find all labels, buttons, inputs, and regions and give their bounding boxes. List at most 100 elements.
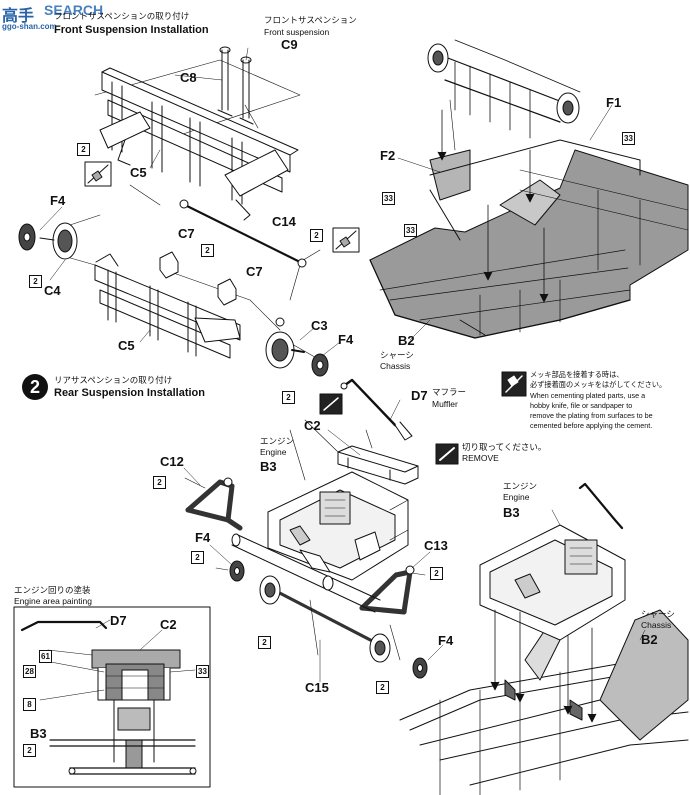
guide-lines-front (59, 59, 321, 361)
label-c5-upper: C5 (130, 165, 147, 180)
part-c7-brackets (159, 251, 237, 306)
label-f4-rear-right: F4 (438, 633, 454, 648)
color-33-c: 33 (404, 224, 417, 237)
part-b3-engine-rear (267, 471, 409, 581)
color-2-i: 2 (258, 636, 271, 649)
engine-painting-jp: エンジン回りの塗装 (14, 585, 91, 595)
watermark-cjk: 高手 (2, 8, 35, 25)
label-f2: F2 (380, 148, 396, 163)
label-c15: C15 (305, 680, 329, 695)
label-c4: C4 (44, 283, 61, 298)
color-2-j: 2 (376, 681, 389, 694)
label-c5-lower: C5 (118, 338, 135, 353)
cement-note-en-4: cemented before applying the cement. (530, 421, 653, 430)
label-c14: C14 (272, 214, 296, 229)
color-2-f: 2 (153, 476, 166, 489)
inset-label-b3: B3 (30, 726, 47, 741)
engine-jp-bottom: エンジン (503, 481, 538, 491)
label-b3-rear: B3 (260, 459, 277, 474)
muffler-jp: マフラー (432, 387, 467, 397)
color-2-b: 2 (29, 275, 42, 288)
chassis-b2-top (369, 139, 689, 339)
leader-lines (39, 47, 646, 683)
color-2-e: 2 (282, 391, 295, 404)
guide-lines-rear (184, 419, 426, 661)
chassis-jp-bottom: シャーシ (641, 609, 675, 619)
cement-note-jp-2: 必ず接着面のメッキをはがしてください。 (530, 380, 667, 389)
color-2-c: 2 (201, 244, 214, 257)
watermark-latin: SEARCH (44, 2, 104, 18)
step2-number: 2 (22, 374, 48, 400)
part-c14-tierod (179, 199, 307, 268)
step1-title-jp: フロントサスペンションの取り付け (54, 11, 190, 21)
label-c7-b: C7 (246, 264, 263, 279)
label-f4-right: F4 (338, 332, 354, 347)
label-f1: F1 (606, 95, 622, 110)
part-f4-rear-right (369, 633, 428, 679)
inset-color-28: 28 (23, 665, 36, 678)
part-f1-front-axle (427, 39, 581, 151)
color-2-g: 2 (191, 551, 204, 564)
step2-title-jp: リアサスペンションの取り付け (54, 375, 173, 385)
part-b3-engine-bottom (479, 482, 626, 641)
label-d7: D7 (411, 388, 428, 403)
inset-label-d7: D7 (110, 613, 127, 628)
engine-en-rear: Engine (260, 447, 287, 457)
part-c5-lower-frame (94, 253, 241, 359)
color-2-h: 2 (430, 567, 443, 580)
label-f4-left: F4 (50, 193, 66, 208)
part-f4-rear-left (229, 560, 281, 605)
watermark-url: ggo-shan.com (2, 22, 57, 31)
remove-en: REMOVE (462, 453, 499, 463)
label-c3: C3 (311, 318, 328, 333)
cement-note-jp-1: メッキ部品を接着する時は、 (530, 370, 624, 379)
inset-color-33: 33 (196, 665, 209, 678)
chassis-en-bottom: Chassis (641, 620, 672, 630)
label-c8: C8 (180, 70, 197, 85)
color-33-a: 33 (622, 132, 635, 145)
engine-painting-en: Engine area painting (14, 596, 92, 606)
muffler-en: Muffler (432, 399, 458, 409)
engine-en-bottom: Engine (503, 492, 530, 502)
label-c2: C2 (304, 418, 321, 433)
color-33-b: 33 (382, 192, 395, 205)
assembly-arrows-top (437, 109, 549, 336)
chassis-jp-top: シャーシ (380, 350, 414, 360)
glue-hint-icons (84, 161, 360, 253)
front-suspension-en: Front suspension (264, 27, 330, 37)
step2-title-en: Rear Suspension Installation (54, 387, 205, 399)
cement-note-en-2: hobby knife, file or sandpaper to (530, 401, 633, 410)
part-c3-f4-right (265, 317, 329, 377)
chassis-en-top: Chassis (380, 361, 411, 371)
label-b2-top: B2 (398, 333, 415, 348)
part-c15-rear-axle (231, 533, 382, 647)
inset-color-2: 2 (23, 744, 36, 757)
front-suspension-jp: フロントサスペンション (264, 15, 357, 25)
label-b2-bottom: B2 (641, 632, 658, 647)
label-f4-rear-left: F4 (195, 530, 211, 545)
part-c8-c9-rods (217, 46, 254, 125)
part-c13-bracket (359, 565, 415, 615)
engine-jp-rear: エンジン (260, 436, 295, 446)
inset-color-61: 61 (39, 650, 52, 663)
color-2-d: 2 (310, 229, 323, 242)
part-c12-bracket (185, 477, 243, 531)
part-c2-block (337, 445, 419, 485)
part-c5-upper-frame (99, 67, 299, 221)
label-c7-a: C7 (178, 226, 195, 241)
inset-color-8: 8 (23, 698, 36, 711)
remove-icon-d7 (319, 393, 343, 415)
remove-jp: 切り取ってください。 (462, 442, 547, 452)
engine-painting-inset (13, 606, 211, 788)
step1-title-en: Front Suspension Installation (54, 24, 209, 36)
cement-note-en-1: When cementing plated parts, use a (530, 391, 646, 400)
inset-label-c2: C2 (160, 617, 177, 632)
remove-icon-box (435, 443, 459, 465)
chassis-b2-bottom (399, 609, 689, 795)
part-c4-f4-left (18, 222, 78, 260)
label-c13: C13 (424, 538, 448, 553)
part-d7-muffler (340, 378, 413, 441)
label-c9: C9 (281, 37, 298, 52)
